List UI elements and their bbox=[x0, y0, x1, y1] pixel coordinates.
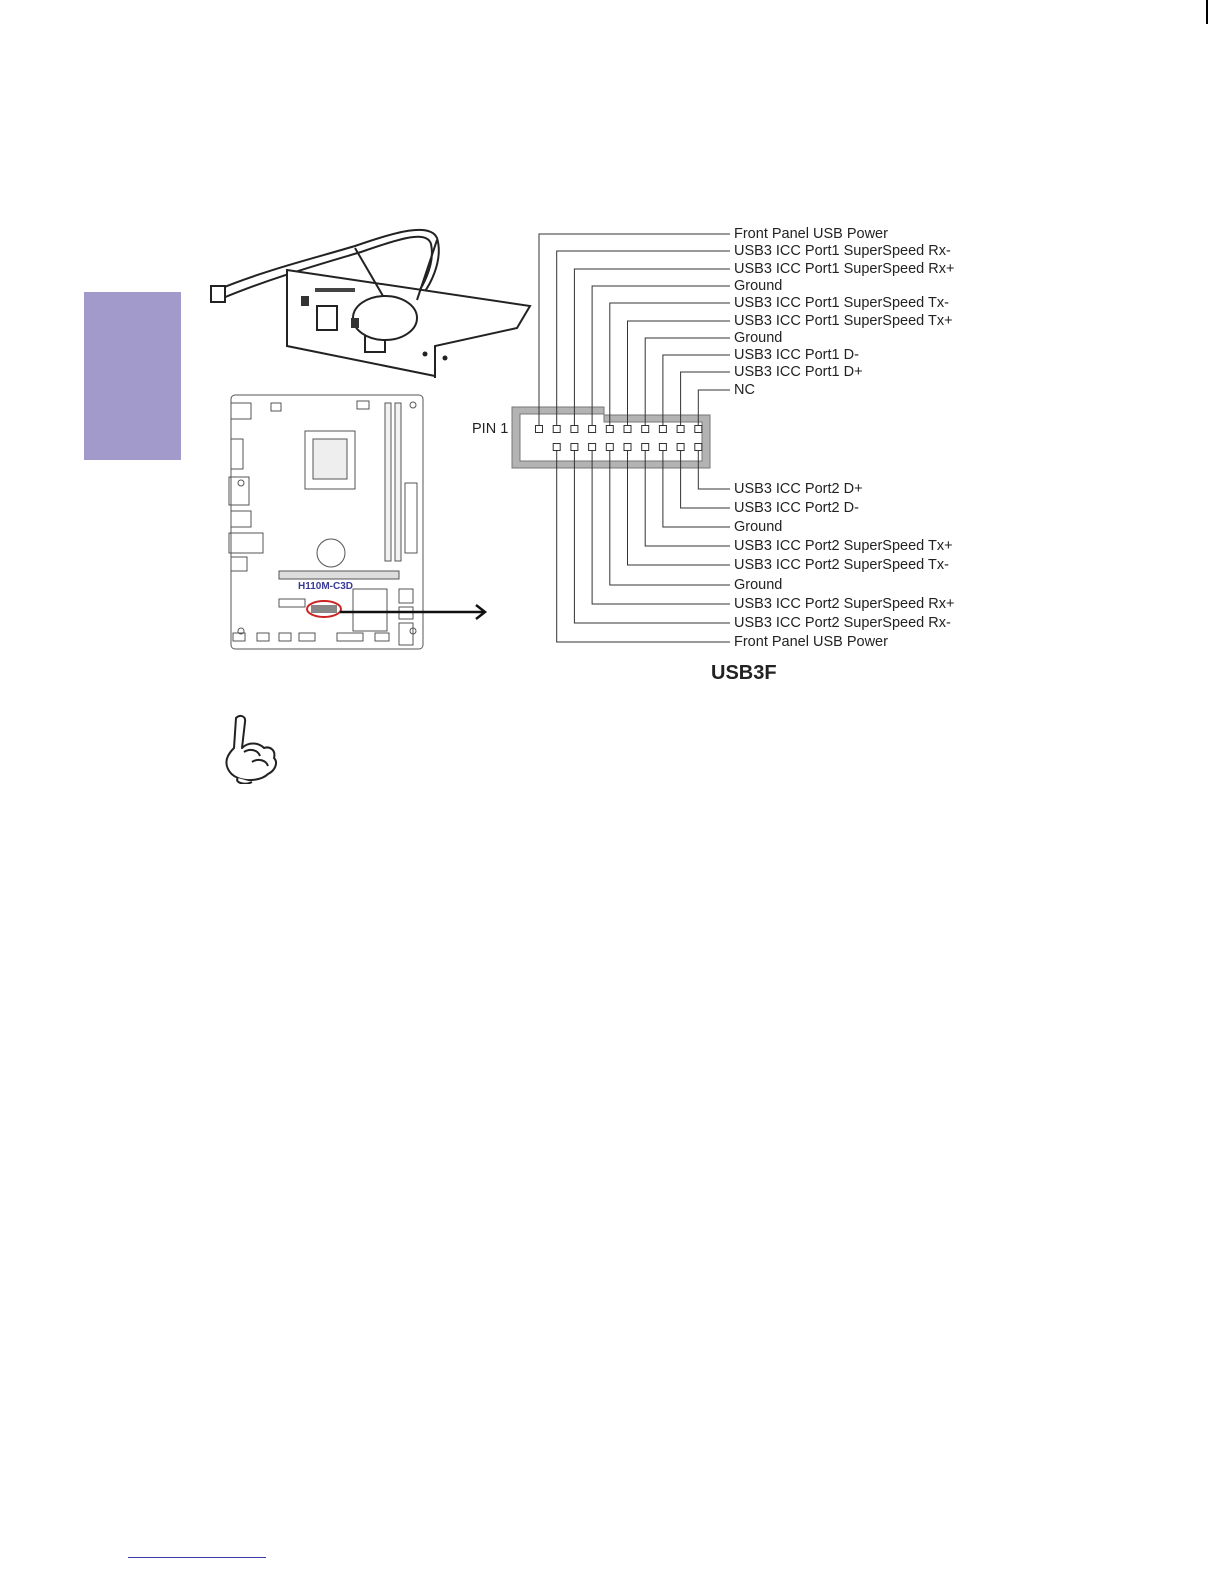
pin1-label: PIN 1 bbox=[472, 421, 509, 437]
bottom-pin-9 bbox=[552, 443, 561, 451]
bottom-pin-lead-4 bbox=[644, 451, 730, 547]
pin-label-bottom-5: USB3 ICC Port2 SuperSpeed Tx- bbox=[734, 557, 949, 573]
pin-label-top-7: Ground bbox=[734, 330, 783, 346]
top-pin-3 bbox=[570, 425, 579, 433]
usb3-front-bracket-icon bbox=[210, 228, 532, 378]
top-pin-lead-8 bbox=[662, 354, 730, 425]
pin-label-top-9: USB3 ICC Port1 D+ bbox=[734, 364, 863, 380]
bottom-pin-lead-3 bbox=[662, 451, 730, 528]
pin-label-top-6: USB3 ICC Port1 SuperSpeed Tx+ bbox=[734, 313, 953, 329]
bottom-pin-7 bbox=[588, 443, 597, 451]
pin-label-bottom-7: USB3 ICC Port2 SuperSpeed Rx+ bbox=[734, 596, 955, 612]
top-pin-4 bbox=[588, 425, 597, 433]
top-pin-lead-9 bbox=[680, 371, 730, 425]
board-model-label: H110M-C3D bbox=[298, 581, 354, 592]
top-pin-lead-3 bbox=[573, 268, 730, 425]
bottom-pin-lead-9 bbox=[556, 451, 730, 643]
connector-shell bbox=[511, 406, 711, 469]
top-pin-7 bbox=[641, 425, 650, 433]
top-pin-5 bbox=[605, 425, 614, 433]
pin-label-bottom-2: USB3 ICC Port2 D- bbox=[734, 500, 859, 516]
bottom-pin-lead-7 bbox=[591, 451, 730, 605]
pin-label-bottom-9: Front Panel USB Power bbox=[734, 634, 888, 650]
page-corner-line bbox=[1206, 0, 1208, 24]
bottom-pin-6 bbox=[605, 443, 614, 451]
bottom-pin-lead-8 bbox=[573, 451, 730, 624]
top-pin-6 bbox=[623, 425, 632, 433]
pin-label-top-2: USB3 ICC Port1 SuperSpeed Rx- bbox=[734, 243, 951, 259]
motherboard-layout-icon bbox=[228, 394, 424, 650]
pointing-hand-icon bbox=[225, 714, 277, 784]
top-pin-8 bbox=[658, 425, 667, 433]
top-pin-lead-7 bbox=[644, 337, 730, 425]
pin-label-top-3: USB3 ICC Port1 SuperSpeed Rx+ bbox=[734, 261, 955, 277]
bottom-pin-8 bbox=[570, 443, 579, 451]
top-pin-9 bbox=[676, 425, 685, 433]
usb3f-pinout-diagram bbox=[511, 233, 730, 643]
top-pin-lead-10 bbox=[697, 389, 730, 425]
top-pin-2 bbox=[552, 425, 561, 433]
bottom-pin-1 bbox=[694, 443, 703, 451]
bottom-pin-5 bbox=[623, 443, 632, 451]
bottom-pin-3 bbox=[658, 443, 667, 451]
bottom-pin-lead-5 bbox=[627, 451, 730, 566]
pin-label-bottom-1: USB3 ICC Port2 D+ bbox=[734, 481, 863, 497]
bottom-pin-lead-6 bbox=[609, 451, 730, 586]
bottom-pin-lead-2 bbox=[680, 451, 730, 509]
pin-label-bottom-8: USB3 ICC Port2 SuperSpeed Rx- bbox=[734, 615, 951, 631]
footer-rule bbox=[128, 1557, 266, 1558]
top-pin-lead-4 bbox=[591, 285, 730, 425]
bottom-pin-2 bbox=[676, 443, 685, 451]
arrow-right-icon bbox=[340, 604, 488, 620]
bottom-pin-lead-1 bbox=[697, 451, 730, 490]
pin-label-top-8: USB3 ICC Port1 D- bbox=[734, 347, 859, 363]
top-pin-lead-1 bbox=[538, 233, 730, 425]
pin-label-top-5: USB3 ICC Port1 SuperSpeed Tx- bbox=[734, 295, 949, 311]
top-pin-lead-2 bbox=[556, 250, 730, 425]
top-pin-lead-5 bbox=[609, 302, 730, 425]
pin-label-bottom-4: USB3 ICC Port2 SuperSpeed Tx+ bbox=[734, 538, 953, 554]
bottom-pin-4 bbox=[641, 443, 650, 451]
chapter-side-tab bbox=[84, 292, 181, 460]
top-pin-lead-6 bbox=[627, 320, 730, 425]
pin-label-top-4: Ground bbox=[734, 278, 783, 294]
pin-label-top-1: Front Panel USB Power bbox=[734, 226, 888, 242]
top-pin-1 bbox=[535, 425, 543, 433]
pin-label-bottom-3: Ground bbox=[734, 519, 783, 535]
lead-layer bbox=[538, 233, 730, 643]
pin-label-bottom-6: Ground bbox=[734, 577, 783, 593]
top-pin-10 bbox=[694, 425, 703, 433]
pin-label-top-10: NC bbox=[734, 382, 755, 398]
pin-layer bbox=[535, 425, 703, 451]
connector-title: USB3F bbox=[711, 662, 777, 684]
